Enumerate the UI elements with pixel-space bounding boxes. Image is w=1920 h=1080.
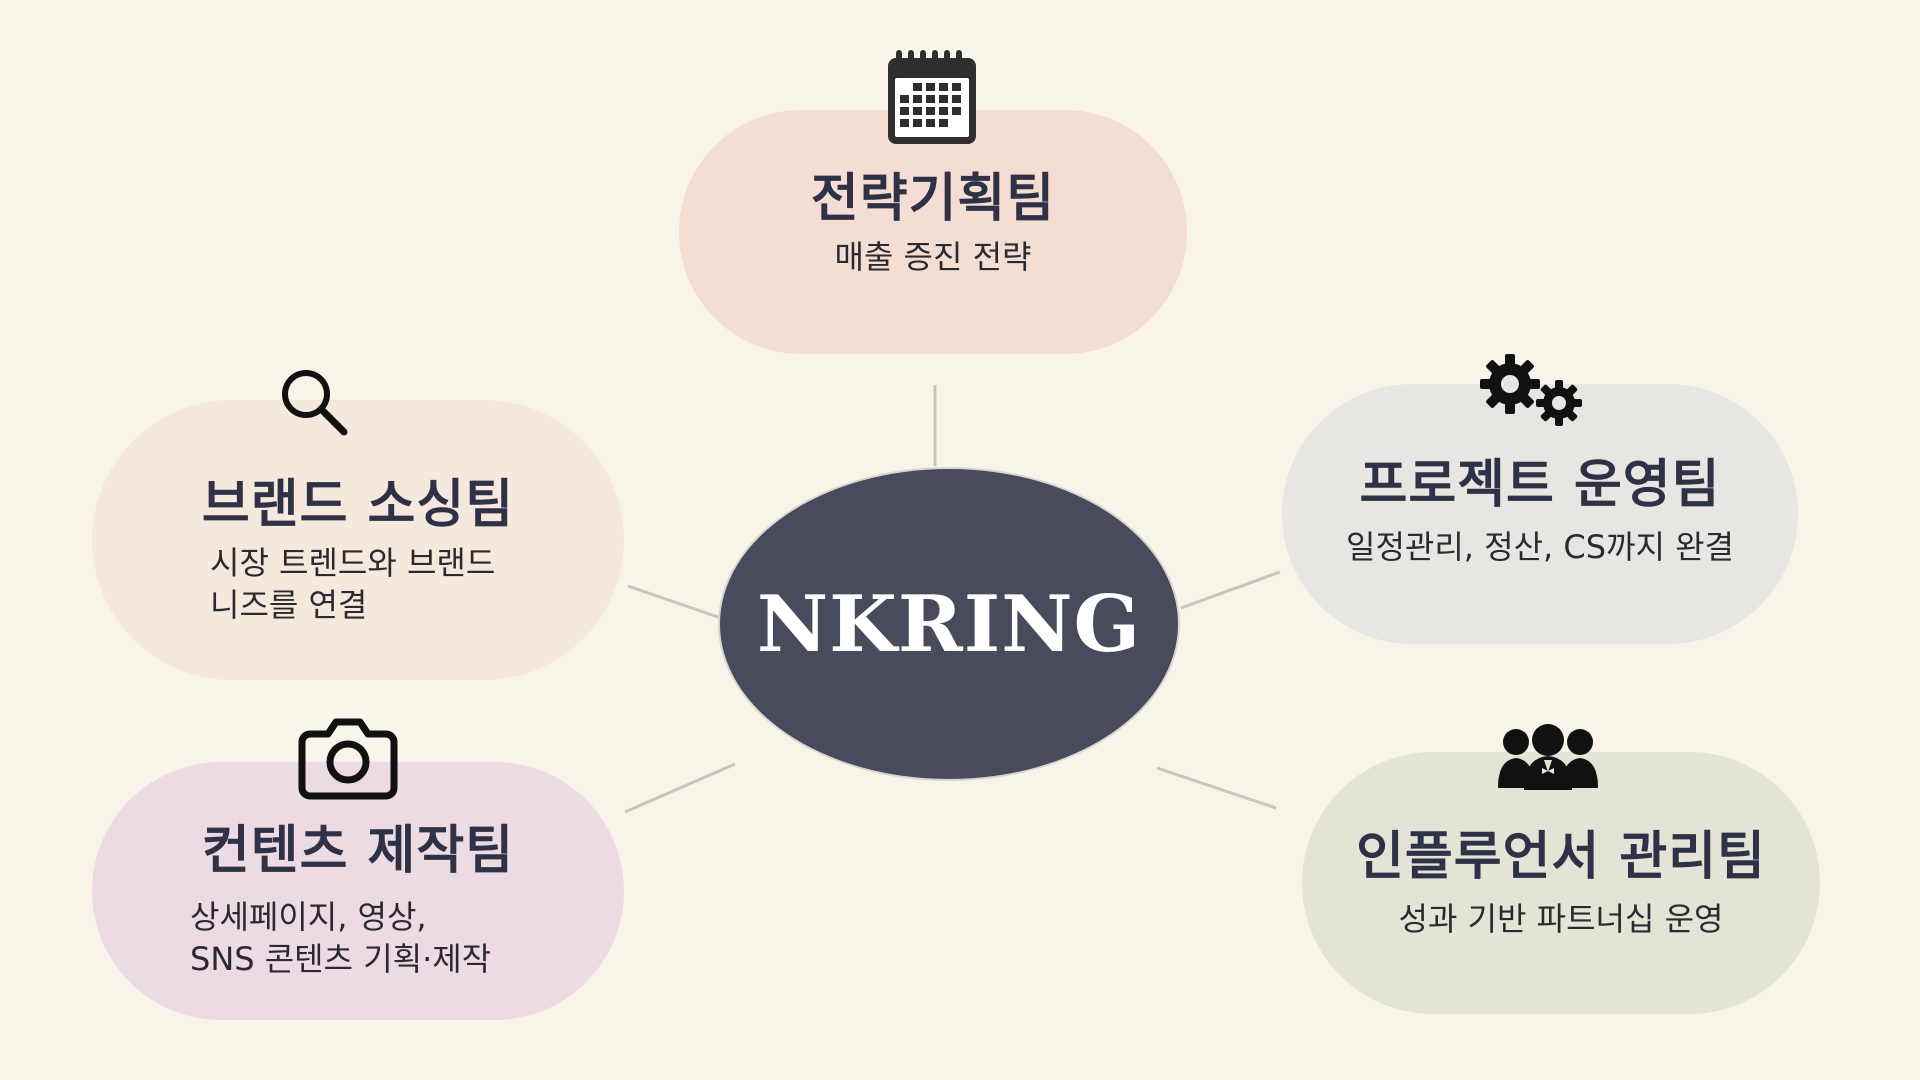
node-description: 매출 증진 전략 xyxy=(834,238,1032,276)
node-title: 프로젝트 운영팀 xyxy=(1359,455,1721,515)
node-title: 브랜드 소싱팀 xyxy=(201,475,515,535)
search-icon xyxy=(282,370,348,436)
node-description: 상세페이지, 영상, xyxy=(190,898,427,936)
node-project: 프로젝트 운영팀 일정관리, 정산, CS까지 완결 xyxy=(1282,384,1798,644)
node-description: 시장 트렌드와 브랜드 xyxy=(210,544,496,582)
node-strategy: 전략기획팀 매출 증진 전략 xyxy=(679,110,1187,354)
node-title: 컨텐츠 제작팀 xyxy=(201,821,515,881)
node-title: 전략기획팀 xyxy=(810,169,1056,229)
connector-influencer xyxy=(1156,766,1277,810)
node-description: 성과 기반 파트너십 운영 xyxy=(1398,900,1724,938)
node-description: 니즈를 연결 xyxy=(210,586,368,624)
center-label: NKRING xyxy=(756,578,1142,670)
node-description: SNS 콘텐츠 기획·제작 xyxy=(190,940,492,978)
center-node: NKRING xyxy=(718,467,1180,781)
node-content: 컨텐츠 제작팀 상세페이지, 영상, SNS 콘텐츠 기획·제작 xyxy=(92,762,624,1020)
camera-icon xyxy=(298,718,398,800)
people-icon xyxy=(1498,724,1598,790)
node-title: 인플루언서 관리팀 xyxy=(1356,827,1766,887)
connector-project xyxy=(1180,570,1281,610)
node-brand: 브랜드 소싱팀 시장 트렌드와 브랜드 니즈를 연결 xyxy=(92,400,624,680)
connector-content xyxy=(624,762,736,814)
connector-brand xyxy=(627,584,719,619)
calendar-icon xyxy=(888,50,976,144)
gears-icon xyxy=(1480,354,1582,426)
node-description: 일정관리, 정산, CS까지 완결 xyxy=(1346,528,1734,566)
node-influencer: 인플루언서 관리팀 성과 기반 파트너십 운영 xyxy=(1302,752,1820,1014)
